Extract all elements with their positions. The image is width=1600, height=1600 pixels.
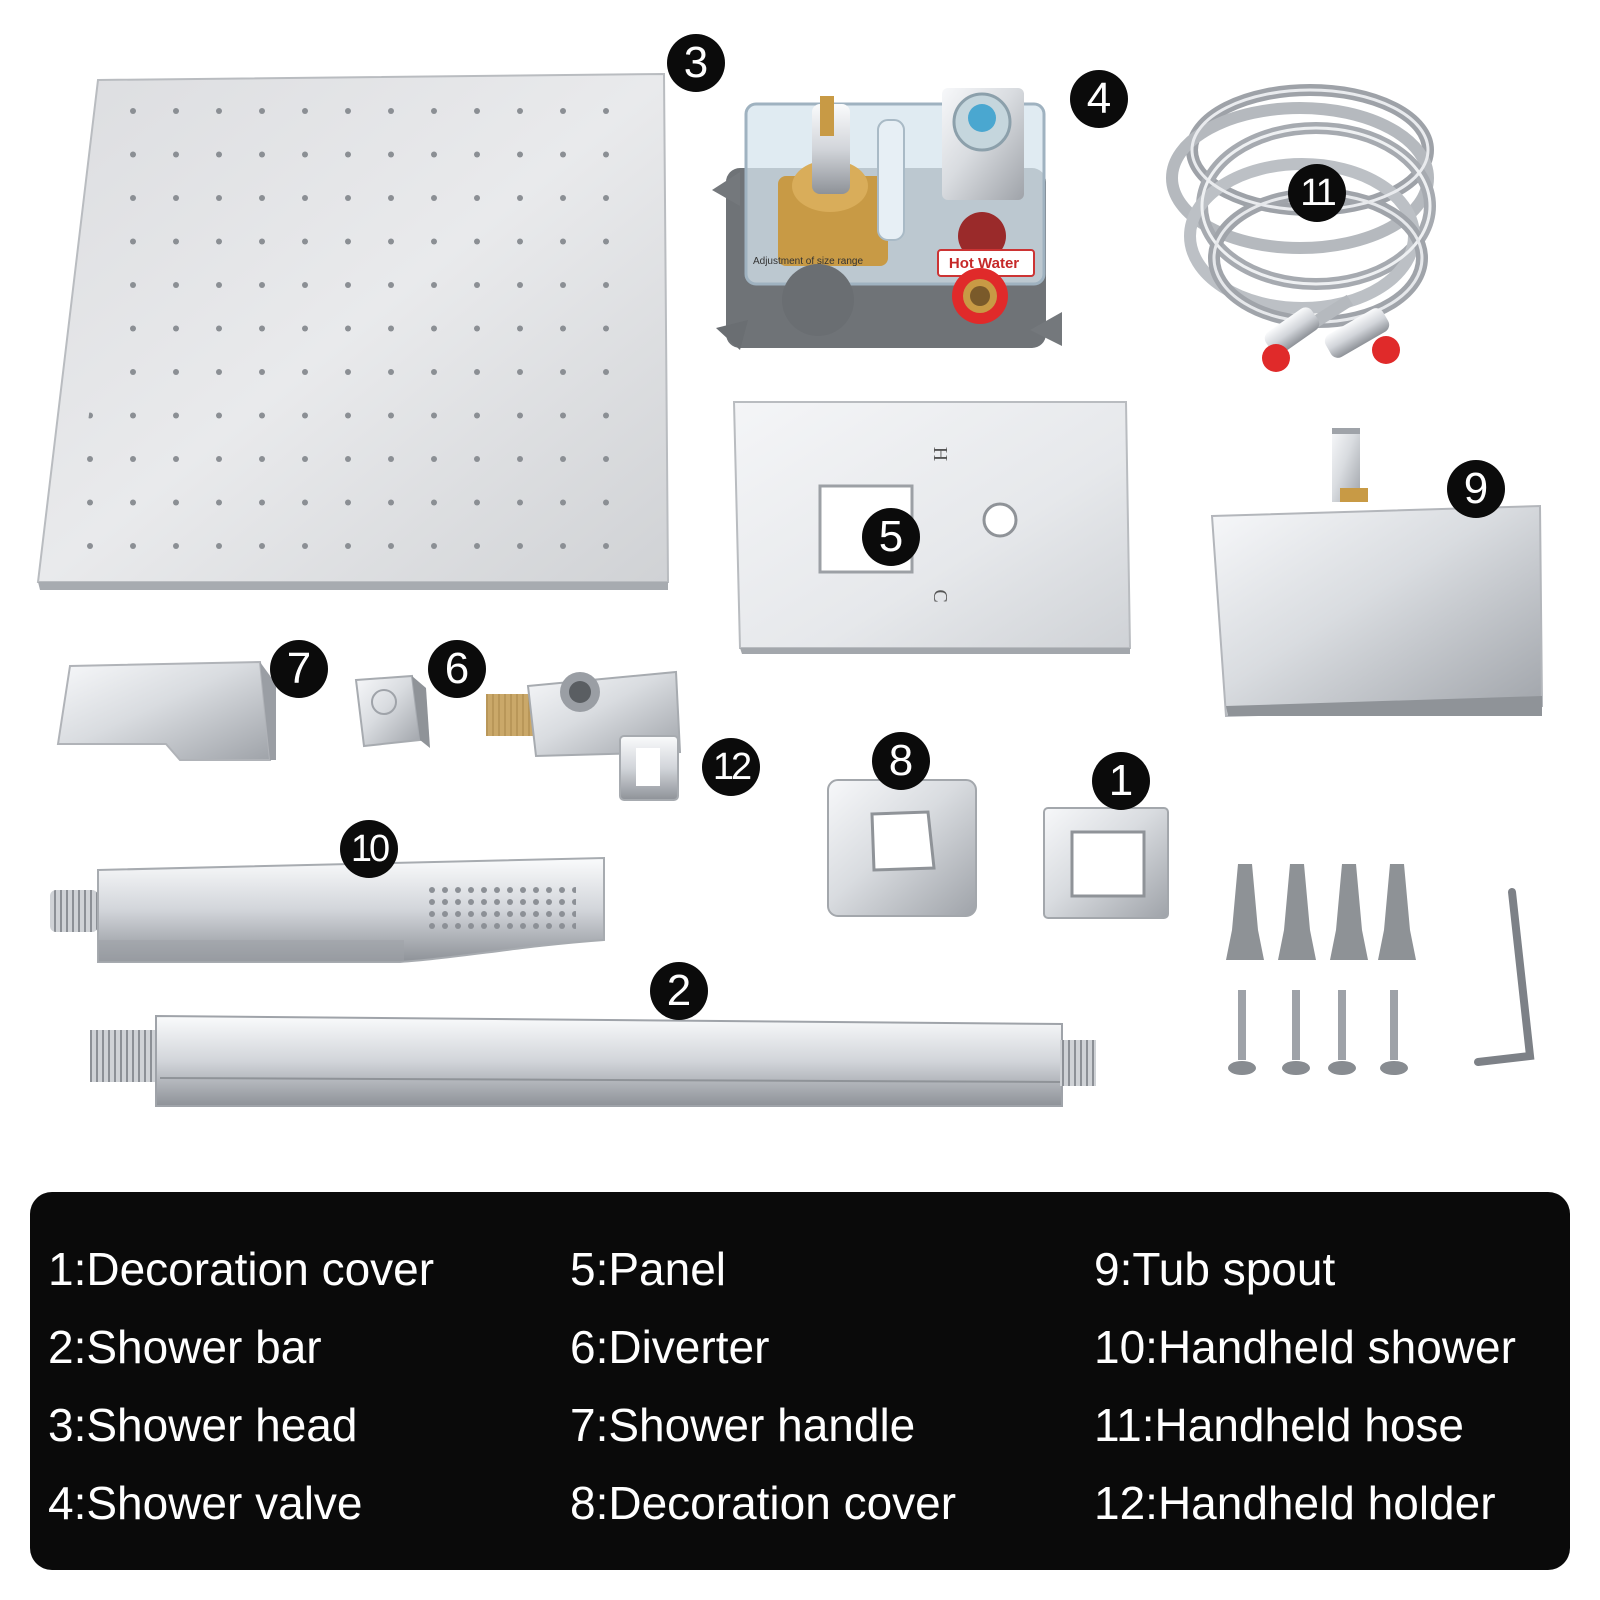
legend-item: 7:Shower handle [570,1399,916,1451]
legend-item: 4:Shower valve [48,1477,363,1529]
wall-anchors [1226,864,1416,960]
hot-water-label: Hot Water [949,255,1019,272]
callout-9: 9 [1447,460,1505,518]
legend-item: 3:Shower head [48,1399,358,1451]
callout-7: 7 [270,640,328,698]
callout-12: 12 [702,738,760,796]
decoration-cover-8 [827,779,977,917]
hot-mark: H [929,447,951,461]
legend-item: 9:Tub spout [1094,1243,1336,1295]
callout-10: 10 [340,820,398,878]
callout-6: 6 [428,640,486,698]
handheld-shower [50,856,605,963]
legend-column-3: 9:Tub spout 10:Handheld shower 11:Handhe… [1094,1230,1516,1542]
legend-item: 1:Decoration cover [48,1243,435,1295]
shower-head [36,72,670,590]
legend-item: 12:Handheld holder [1094,1477,1496,1529]
callout-2: 2 [650,962,708,1020]
callout-5: 5 [862,508,920,566]
callout-4: 4 [1070,70,1128,128]
size-range-label: Adjustment of size range [753,256,863,267]
shower-bar [90,1014,1096,1107]
callout-1: 1 [1092,752,1150,810]
legend-item: 2:Shower bar [48,1321,322,1373]
legend-column-1: 1:Decoration cover 2:Shower bar 3:Shower… [48,1230,434,1542]
screws [1228,990,1408,1075]
shower-valve: Hot Water Adjustment of size range [712,88,1062,350]
hose-end-fittings [1262,307,1400,372]
shower-handle [56,660,276,761]
tub-spout [1210,428,1544,718]
decoration-cover-1 [1043,807,1169,919]
legend-item: 11:Handheld hose [1094,1399,1464,1451]
legend-item: 10:Handheld shower [1094,1321,1516,1373]
callout-3: 3 [667,34,725,92]
parts-diagram: Hot Water Adjustment of size range H C [36,72,1544,1107]
callout-8: 8 [872,732,930,790]
legend-item: 6:Diverter [570,1321,770,1373]
allen-key [1474,888,1535,1066]
parts-legend: 1:Decoration cover 2:Shower bar 3:Shower… [30,1192,1570,1570]
legend-item: 5:Panel [570,1243,727,1295]
handheld-holder [486,670,682,801]
diverter-knob [354,674,430,748]
callout-11: 11 [1288,164,1346,222]
valve-panel: H C [732,401,1132,654]
legend-column-2: 5:Panel 6:Diverter 7:Shower handle 8:Dec… [570,1230,956,1542]
legend-item: 8:Decoration cover [570,1477,957,1529]
cold-mark: C [929,589,951,602]
